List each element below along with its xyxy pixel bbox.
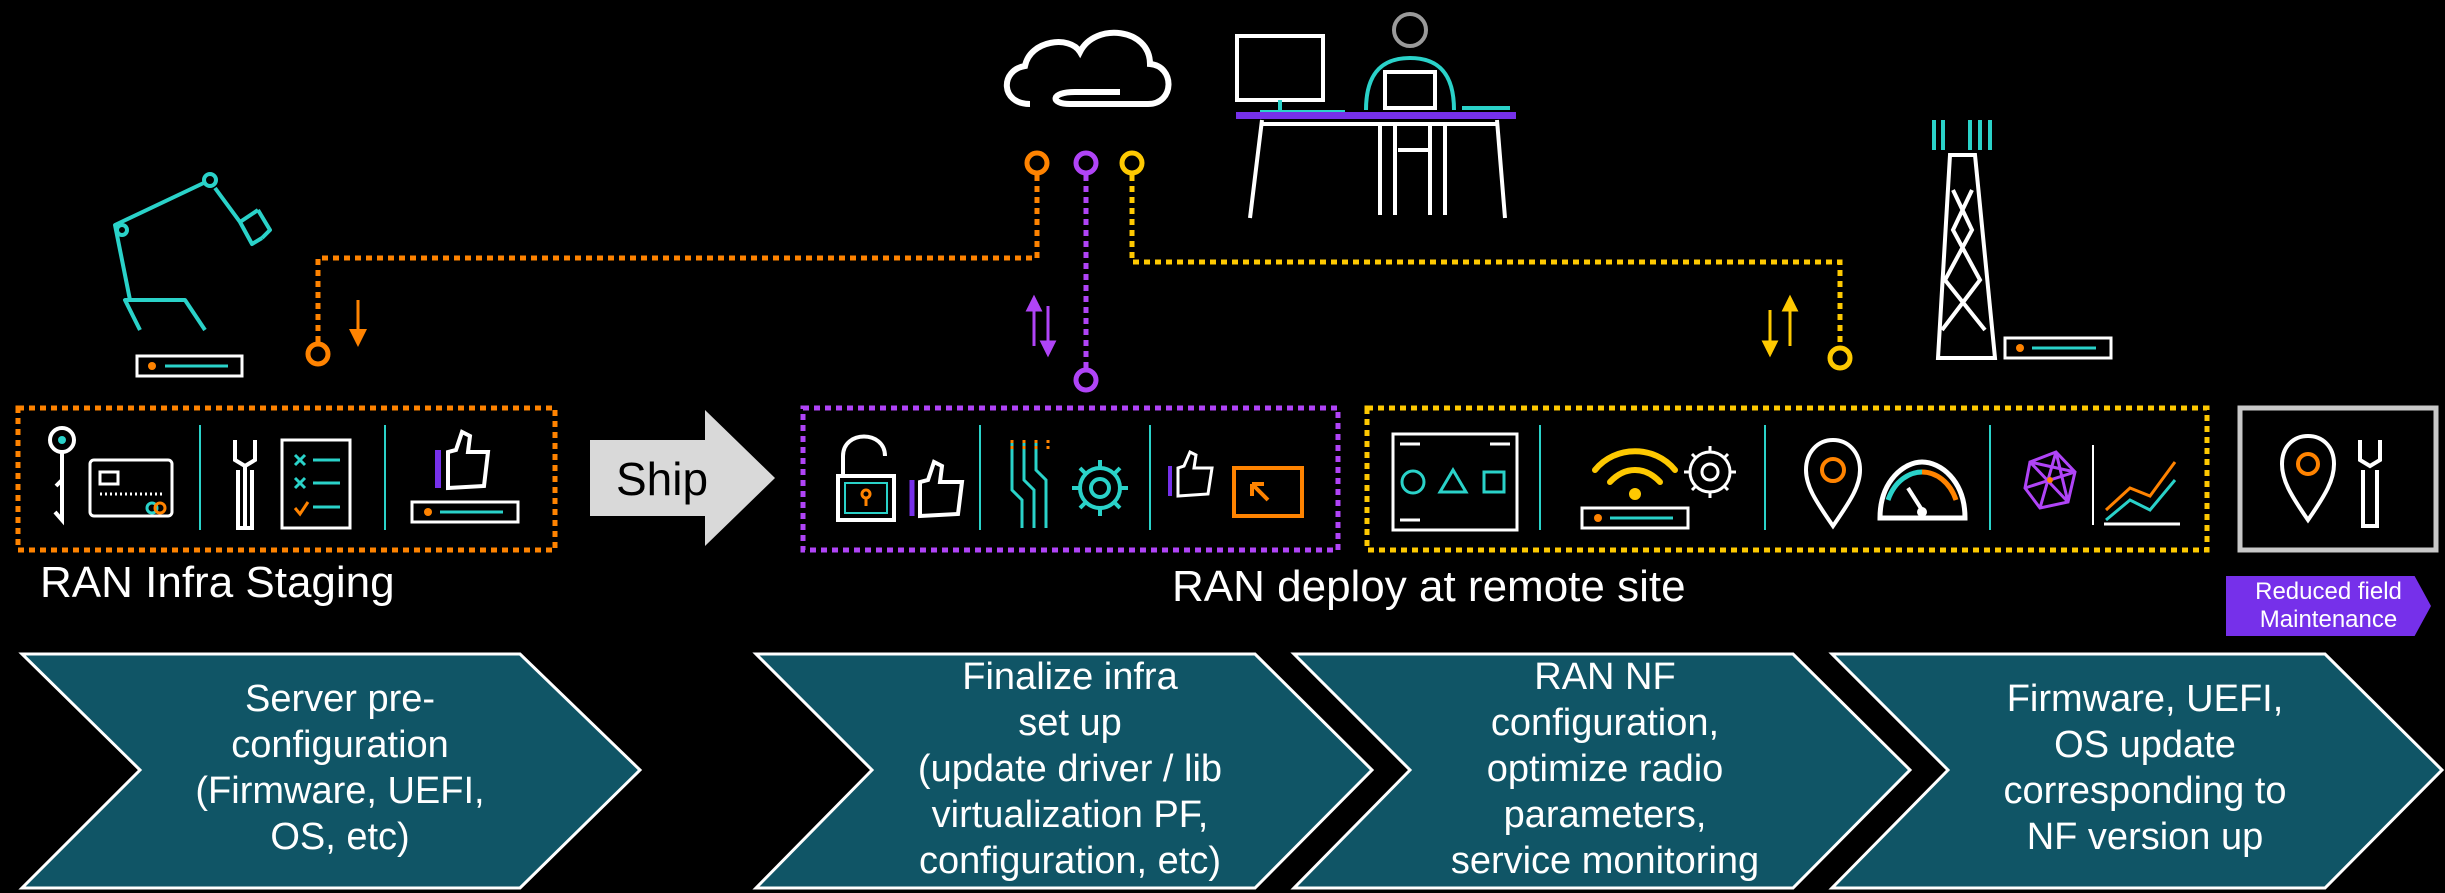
step-chevron-4 xyxy=(1828,652,2445,890)
step-chevron-3 xyxy=(1290,652,1913,890)
deploy-label: RAN deploy at remote site xyxy=(1172,562,1686,611)
step-chevron-2 xyxy=(752,652,1375,890)
wifi-icon xyxy=(1592,448,1678,500)
purple-node xyxy=(1073,367,1099,393)
ship-arrow xyxy=(590,410,775,546)
wrench-icon xyxy=(233,440,257,530)
robot-arm-icon xyxy=(113,172,272,332)
purple-node xyxy=(1073,150,1099,176)
step-chevron-1 xyxy=(18,652,643,890)
operator-desk-icon xyxy=(1235,12,1516,219)
badge-text: Reduced field Maintenance xyxy=(2255,578,2402,633)
step-1-text: Server pre- configuration (Firmware, UEF… xyxy=(195,678,485,858)
step-3-text: RAN NF configuration, optimize radio par… xyxy=(1450,656,1760,882)
key-icon xyxy=(48,426,76,526)
lock-icon xyxy=(836,434,896,522)
thumbs-up-icon xyxy=(1168,449,1214,498)
gear-icon xyxy=(1684,446,1736,498)
staging-label: RAN Infra Staging xyxy=(40,558,395,607)
card-icon xyxy=(88,458,174,518)
cursor-icon xyxy=(1232,466,1304,518)
gauge-icon xyxy=(1877,459,1968,521)
sync-arrows-icon xyxy=(1025,294,1057,358)
cell-tower-icon xyxy=(1932,120,1998,360)
step-2-text: Finalize infra set up (update driver / l… xyxy=(917,656,1223,882)
circuit-icon xyxy=(1010,440,1050,528)
diagram-icon xyxy=(1391,432,1519,532)
infra-setup-box xyxy=(800,405,1341,553)
cloud-icon xyxy=(1003,29,1172,107)
server-box-icon xyxy=(2003,336,2113,360)
network-icon xyxy=(2023,450,2077,510)
gear-icon xyxy=(1072,460,1128,516)
orange-connector xyxy=(315,175,1040,345)
location-pin-icon xyxy=(1803,437,1863,530)
line-chart-icon xyxy=(2104,461,2180,526)
staging-box xyxy=(15,405,558,553)
ship-label: Ship xyxy=(616,453,709,505)
orange-node xyxy=(305,341,331,367)
step-4-text: Firmware, UEFI, OS update corresponding … xyxy=(2003,678,2287,858)
thumbs-up-icon xyxy=(909,459,965,519)
thumbs-up-icon xyxy=(435,429,491,491)
location-pin-icon xyxy=(2279,433,2337,524)
maintenance-box xyxy=(2237,405,2439,553)
yellow-connector xyxy=(1129,175,1843,346)
sync-arrows-icon xyxy=(1761,294,1799,358)
server-box-icon xyxy=(135,354,244,378)
checklist-icon xyxy=(280,438,352,530)
server-box-icon xyxy=(410,500,520,524)
wrench-icon xyxy=(2358,440,2382,528)
ran-nf-box xyxy=(1364,405,2210,553)
reduced-maintenance-badge: Reduced field Maintenance xyxy=(2226,576,2431,636)
server-box-icon xyxy=(1580,506,1690,530)
yellow-node xyxy=(1827,345,1853,371)
yellow-node xyxy=(1119,150,1145,176)
orange-node xyxy=(1024,150,1050,176)
